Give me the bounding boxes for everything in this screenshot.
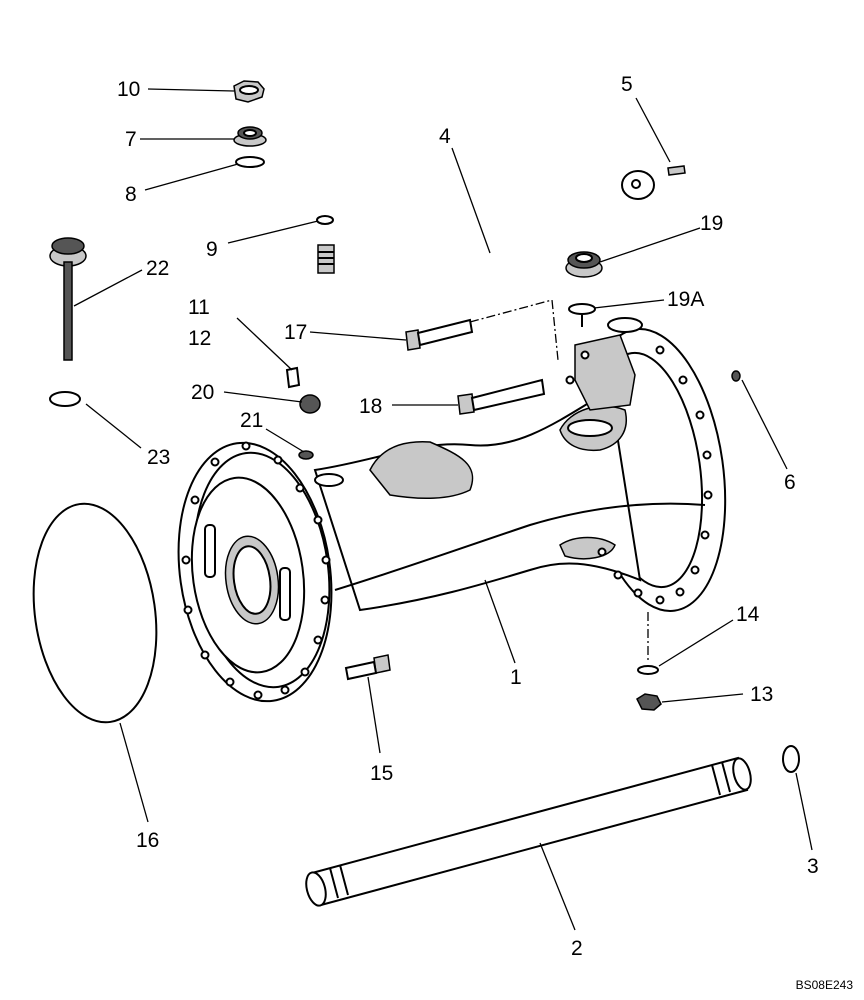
part-14-o-ring: [637, 665, 659, 675]
left-flange-bolt-holes: [181, 441, 331, 700]
callout-13: 13: [750, 683, 773, 706]
callout-21: 21: [240, 409, 263, 432]
part-11-12-fitting: [285, 366, 301, 389]
part-8-o-ring: [235, 156, 265, 168]
part-2-axle-shaft: [305, 756, 752, 907]
callout-19a: 19A: [667, 288, 704, 311]
callout-4: 4: [439, 125, 451, 148]
part-19a-o-ring: [568, 303, 596, 327]
callout-7: 7: [125, 128, 137, 151]
part-7-fitting: [233, 126, 267, 147]
leader-lines: [73, 88, 813, 931]
part-9-o-ring: [316, 215, 334, 225]
callout-19: 19: [700, 212, 723, 235]
callout-14: 14: [736, 603, 760, 626]
callout-18: 18: [359, 395, 382, 418]
part-13-plug: [636, 693, 662, 711]
callout-6: 6: [784, 471, 796, 494]
reference-code: BS08E243: [796, 978, 854, 992]
callout-5: 5: [621, 73, 633, 96]
part-16-o-ring: [32, 502, 158, 724]
part-17-bolt: [405, 318, 474, 351]
part-1-axle-housing: [177, 317, 727, 703]
callout-labels: 10 7 8 5 4 9 19 22 19A 11 12 17 20 18 21…: [117, 73, 819, 960]
centerlines: [469, 299, 649, 660]
callout-22: 22: [146, 257, 169, 280]
callout-3: 3: [807, 855, 819, 878]
part-15-bolt: [344, 654, 391, 681]
callout-16: 16: [136, 829, 159, 852]
callout-20: 20: [191, 381, 214, 404]
callout-1: 1: [510, 666, 522, 689]
callout-8: 8: [125, 183, 137, 206]
part-3-snap-ring: [782, 745, 800, 773]
callout-12: 12: [188, 327, 211, 350]
part-21-plug: [298, 450, 314, 460]
callout-23: 23: [147, 446, 170, 469]
callout-15: 15: [370, 762, 393, 785]
part-19-breather: [565, 251, 603, 278]
part-4-tube: [317, 170, 655, 304]
callout-17: 17: [284, 321, 307, 344]
part-5-bolt: [667, 165, 686, 176]
part-23-o-ring: [49, 391, 81, 407]
part-22-dipstick: [49, 237, 87, 361]
part-10-nut: [233, 80, 265, 103]
callout-11: 11: [188, 296, 210, 319]
part-6-plug: [731, 370, 741, 382]
part-18-bolt: [457, 378, 546, 415]
callout-10: 10: [117, 78, 140, 101]
callout-2: 2: [571, 937, 583, 960]
right-flange-bolt-holes: [565, 345, 713, 605]
part-20-plug: [299, 394, 321, 414]
callout-9: 9: [206, 238, 218, 261]
